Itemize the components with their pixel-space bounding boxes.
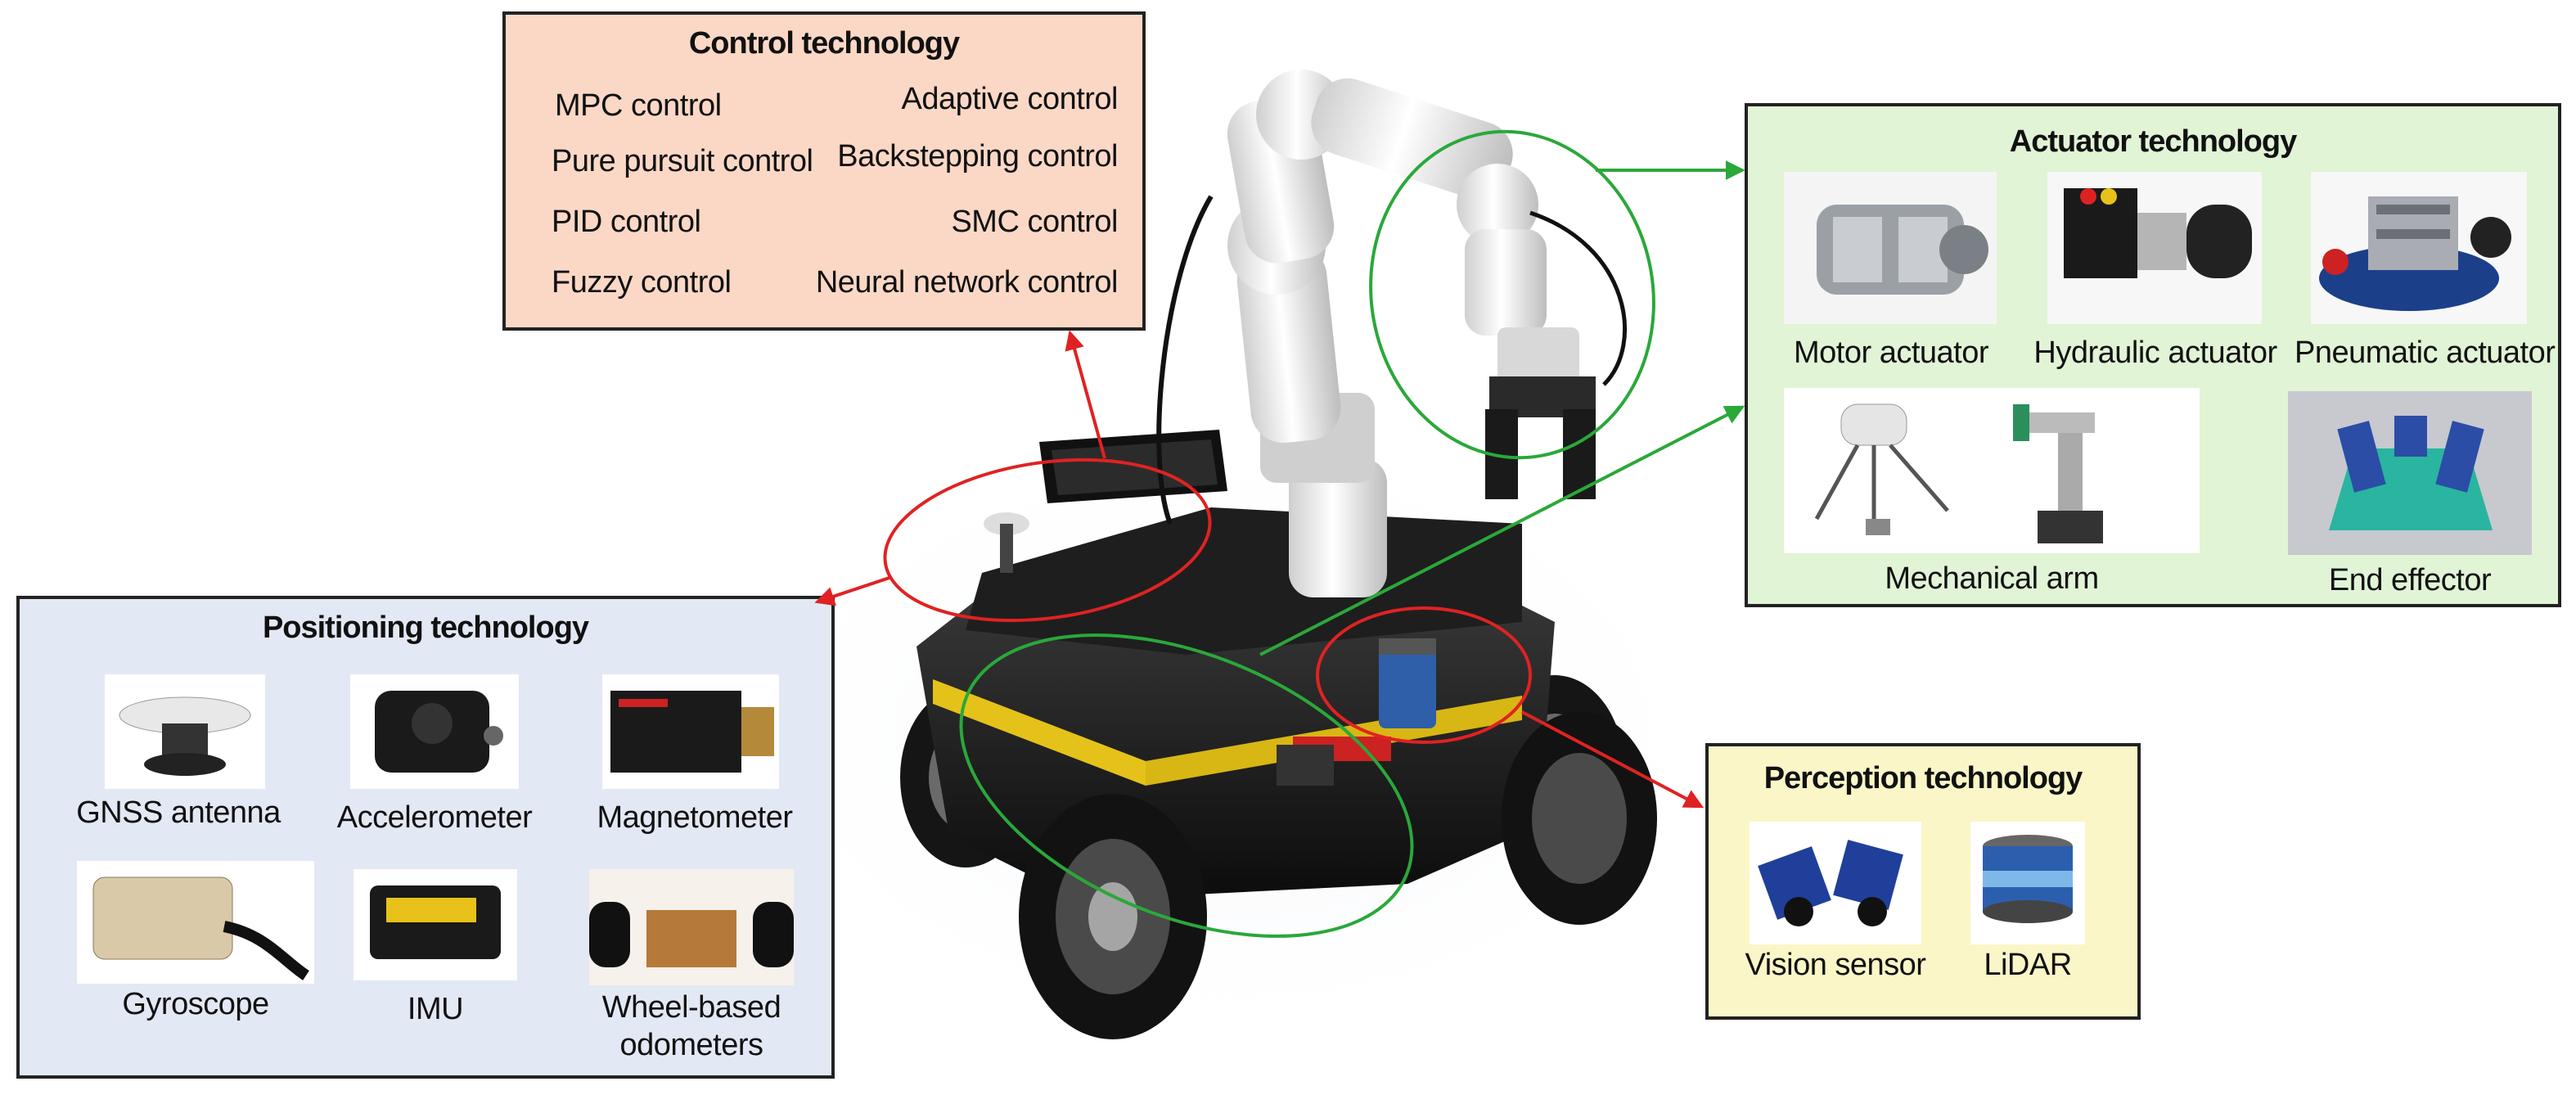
positioning-technology-panel: Positioning technology GNSS antenna Acce… xyxy=(16,596,835,1079)
gyroscope-label: Gyroscope xyxy=(122,987,269,1021)
gnss-antenna-image xyxy=(105,674,265,789)
lidar-image xyxy=(1970,822,2085,944)
odometer-label-line1: Wheel-based xyxy=(601,990,781,1025)
positioning-title: Positioning technology xyxy=(262,611,589,645)
control-item-smc: SMC control xyxy=(951,205,1118,239)
magnetometer-image xyxy=(602,674,779,789)
control-item-fuzzy: Fuzzy control xyxy=(552,265,732,300)
mechanical-arm-image xyxy=(1784,388,2200,553)
control-item-pid: PID control xyxy=(552,205,701,239)
imu-label: IMU xyxy=(407,992,464,1026)
control-item-mpc: MPC control xyxy=(555,88,722,123)
control-item-backstepping: Backstepping control xyxy=(837,139,1118,173)
accelerometer-label: Accelerometer xyxy=(336,800,533,835)
vision-sensor-image xyxy=(1750,822,1921,944)
accelerometer-image xyxy=(350,674,519,789)
motor-actuator-label: Motor actuator xyxy=(1794,336,1989,370)
control-item-adaptive: Adaptive control xyxy=(901,82,1119,116)
lidar-label: LiDAR xyxy=(1984,948,2072,982)
pneumatic-actuator-image xyxy=(2311,172,2527,324)
gnss-antenna-label: GNSS antenna xyxy=(76,795,281,830)
control-item-neural-network: Neural network control xyxy=(815,265,1119,300)
hydraulic-actuator-image xyxy=(2047,172,2262,324)
control-title: Control technology xyxy=(688,26,960,61)
control-item-pure-pursuit: Pure pursuit control xyxy=(552,144,813,178)
hydraulic-actuator-label: Hydraulic actuator xyxy=(2033,336,2277,370)
mechanical-arm-label: Mechanical arm xyxy=(1885,561,2099,596)
perception-title: Perception technology xyxy=(1763,761,2083,795)
pneumatic-actuator-label: Pneumatic actuator xyxy=(2295,336,2556,370)
imu-image xyxy=(354,869,517,980)
vision-sensor-label: Vision sensor xyxy=(1745,948,1926,982)
magnetometer-label: Magnetometer xyxy=(597,800,793,835)
odometer-image xyxy=(589,869,794,985)
actuator-title: Actuator technology xyxy=(2009,124,2297,159)
end-effector-label: End effector xyxy=(2328,563,2492,597)
actuator-technology-panel: Actuator technology Motor actuator Hydra… xyxy=(1745,103,2561,607)
perception-technology-panel: Perception technology Vision sensor LiDA… xyxy=(1705,743,2141,1020)
end-effector-image xyxy=(2288,391,2532,555)
control-technology-panel: Control technology MPC control Adaptive … xyxy=(502,11,1146,331)
motor-actuator-image xyxy=(1784,172,1997,324)
gyroscope-image xyxy=(77,861,314,984)
odometer-label-line2: odometers xyxy=(619,1028,763,1062)
